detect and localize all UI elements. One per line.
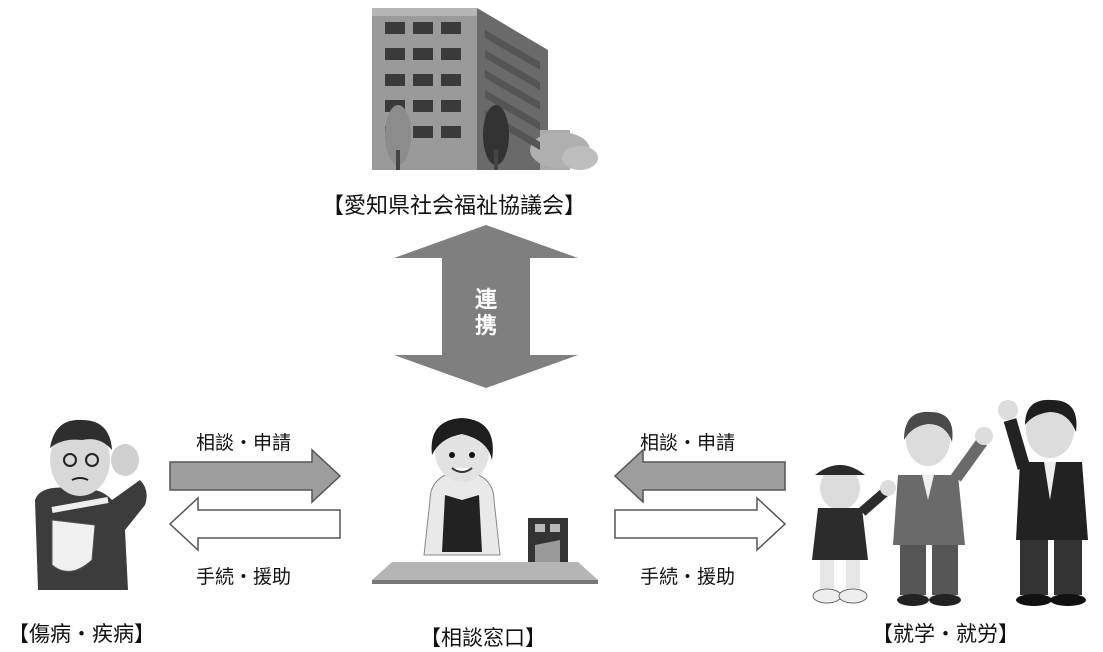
right-request-arrow <box>613 448 786 504</box>
center-label: 【相談窓口】 <box>420 626 546 650</box>
right-request-label: 相談・申請 <box>640 432 736 454</box>
right-support-label: 手続・援助 <box>640 566 736 588</box>
receptionist-icon <box>372 418 598 584</box>
right-support-arrow <box>614 496 787 552</box>
link-double-arrow <box>394 225 578 388</box>
left-group-label: 【傷病・疾病】 <box>8 622 155 646</box>
right-group-label: 【就学・就労】 <box>872 622 1019 646</box>
injured-person-icon <box>35 419 147 590</box>
link-label: 連携 <box>474 288 497 339</box>
org-label: 【愛知県社会福祉協議会】 <box>322 194 587 219</box>
students-workers-icon <box>812 399 1088 606</box>
left-request-label: 相談・申請 <box>196 432 292 454</box>
building-icon <box>372 8 598 170</box>
left-request-arrow <box>169 448 342 504</box>
left-support-arrow <box>168 496 341 552</box>
left-support-label: 手続・援助 <box>196 566 292 588</box>
